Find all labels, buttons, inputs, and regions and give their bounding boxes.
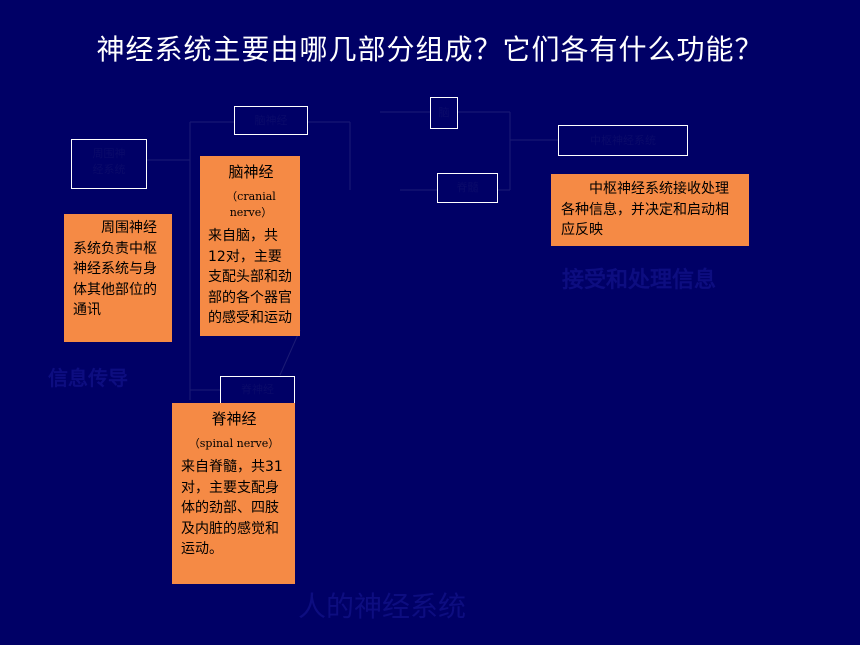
spinal-nerve-heading: 脊神经 — [211, 410, 257, 428]
central-system-label-box: 中枢神经系统 — [558, 125, 688, 156]
info-transfer-label: 信息传导 — [48, 366, 128, 390]
peripheral-label-line2: 经系统 — [92, 163, 126, 176]
spinal-nerve-description: 来自脊髓，共31对，主要支配身体的劲部、四肢及内脏的感觉和运动。 — [181, 459, 283, 557]
spinal-cord-label-box: 脊髓 — [437, 173, 498, 203]
peripheral-function-text: 周围神经系统负责中枢神经系统与身体其他部位的通讯 — [73, 220, 157, 318]
brain-label-box: 脑 — [430, 97, 458, 129]
spinal-nerve-label-box: 脊神经 — [220, 376, 295, 404]
cranial-nerve-english: （cranial nerve） — [226, 190, 276, 219]
peripheral-label-line1: 周围神 — [92, 147, 126, 160]
spinal-nerve-box: 脊神经 （spinal nerve） 来自脊髓，共31对，主要支配身体的劲部、四… — [172, 403, 295, 584]
receive-process-label: 接受和处理信息 — [562, 268, 717, 293]
page-title: 神经系统主要由哪几部分组成？它们各有什么功能？ — [96, 33, 764, 66]
spinal-nerve-english: （spinal nerve） — [188, 437, 280, 450]
cranial-nerve-heading: 脑神经 — [228, 163, 274, 181]
cranial-nerve-box: 脑神经 （cranial nerve） 来自脑，共12对，主要支配头部和劲部的各… — [200, 156, 300, 336]
peripheral-function-box: 周围神经系统负责中枢神经系统与身体其他部位的通讯 — [64, 214, 172, 342]
central-function-box: 中枢神经系统接收处理各种信息，并决定和启动相应反映 — [551, 174, 749, 246]
system-name-label: 人的神经系统 — [298, 590, 467, 623]
central-function-text: 中枢神经系统接收处理各种信息，并决定和启动相应反映 — [561, 181, 729, 238]
brain-nerve-label-box: 脑神经 — [234, 106, 308, 135]
cranial-nerve-description: 来自脑，共12对，主要支配头部和劲部的各个器官的感受和运动 — [208, 228, 292, 326]
peripheral-system-label-box: 周围神 经系统 — [71, 139, 147, 189]
connector-diagonal — [279, 329, 301, 376]
